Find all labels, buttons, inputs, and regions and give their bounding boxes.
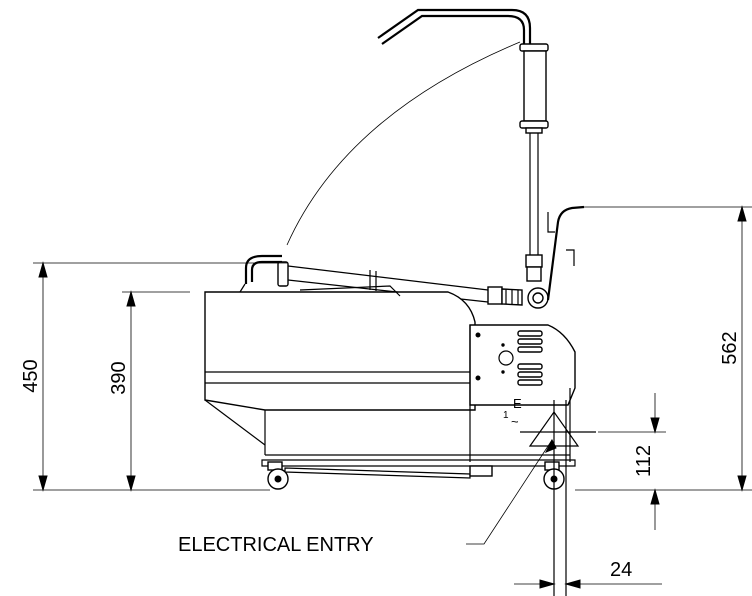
front-castor bbox=[267, 461, 289, 490]
dimension-450 bbox=[33, 261, 287, 492]
tank-body bbox=[204, 283, 476, 455]
dimension-112 bbox=[598, 393, 666, 530]
electrical-symbol-ac: ~ bbox=[511, 414, 519, 429]
dimension-562 bbox=[575, 205, 752, 492]
electrical-entry-label: ELECTRICAL ENTRY bbox=[178, 534, 374, 556]
rear-handle bbox=[546, 205, 585, 301]
filter-machine bbox=[204, 8, 585, 490]
dimension-24 bbox=[514, 579, 662, 589]
lid-swing-arc bbox=[286, 41, 521, 246]
control-box bbox=[265, 324, 576, 462]
electrical-entry-symbol bbox=[520, 400, 596, 596]
dimension-112-label: 112 bbox=[633, 445, 655, 477]
horizontal-hose bbox=[244, 254, 523, 306]
dimension-390-label: 390 bbox=[108, 361, 130, 394]
electrical-entry-leader bbox=[466, 439, 553, 545]
electrical-entry-arrowhead bbox=[544, 438, 557, 453]
vent-slots bbox=[517, 330, 543, 386]
dimension-24-label: 24 bbox=[610, 559, 632, 581]
dimension-390 bbox=[122, 290, 190, 492]
electrical-symbol-letter: E bbox=[513, 396, 522, 411]
electrical-symbol-phase: 1 bbox=[503, 410, 509, 421]
hose-wand bbox=[377, 8, 549, 309]
dimension-450-label: 450 bbox=[20, 359, 42, 392]
dimension-562-label: 562 bbox=[719, 331, 741, 364]
base-frame bbox=[261, 459, 576, 479]
